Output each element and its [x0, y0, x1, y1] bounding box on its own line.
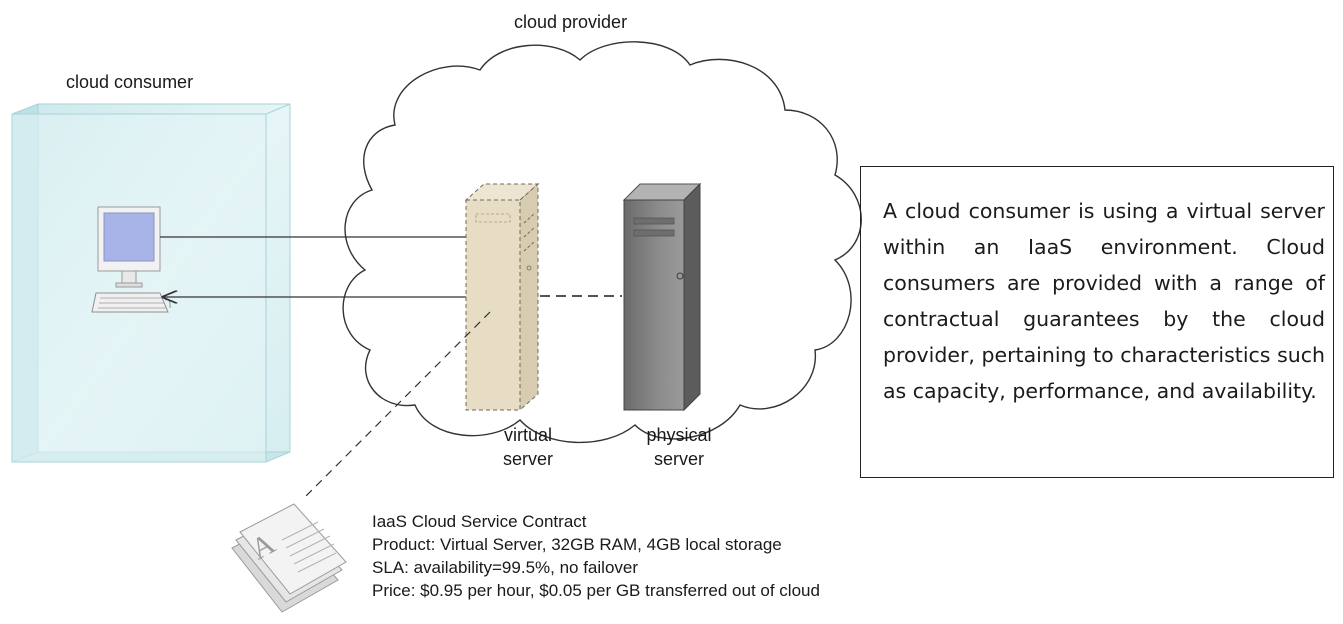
desktop-computer-icon — [91, 206, 171, 313]
cloud-consumer-box — [11, 103, 291, 463]
physical-server-label: physical server — [646, 425, 712, 469]
virtual-server-label: virtual server — [502, 425, 553, 469]
contract-title: IaaS Cloud Service Contract — [372, 512, 587, 531]
contract-price: Price: $0.95 per hour, $0.05 per GB tran… — [372, 581, 820, 600]
document-stack-icon: A — [231, 503, 347, 613]
physical-server-icon — [622, 182, 702, 412]
service-contract: IaaS Cloud Service Contract Product: Vir… — [372, 510, 820, 602]
contract-link — [301, 311, 491, 501]
contract-product: Product: Virtual Server, 32GB RAM, 4GB l… — [372, 535, 782, 554]
description-text: A cloud consumer is using a virtual serv… — [883, 199, 1325, 403]
cloud-consumer-label: cloud consumer — [66, 72, 194, 92]
description-box: A cloud consumer is using a virtual serv… — [860, 166, 1334, 478]
cloud-provider-cloud — [342, 41, 862, 444]
virtual-server-icon — [464, 182, 540, 412]
contract-sla: SLA: availability=99.5%, no failover — [372, 558, 639, 577]
cloud-provider-label: cloud provider — [514, 12, 628, 32]
